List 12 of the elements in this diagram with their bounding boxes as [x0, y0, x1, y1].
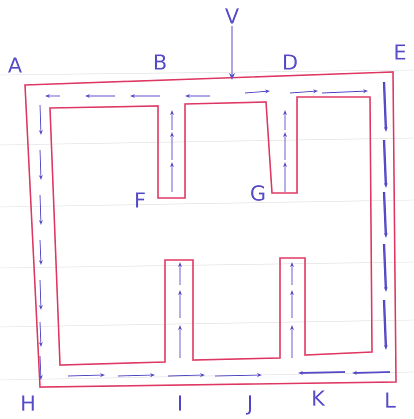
- point-label: F: [136, 192, 145, 208]
- point-label: H: [22, 395, 34, 411]
- point-label: L: [386, 392, 396, 408]
- point-label: E: [396, 44, 406, 60]
- point-label: I: [178, 395, 182, 411]
- point-label: K: [313, 390, 326, 406]
- point-label: G: [251, 185, 264, 201]
- point-label: D: [284, 54, 297, 70]
- point-label: B: [154, 54, 166, 70]
- point-label: J: [246, 395, 252, 415]
- point-label: A: [8, 57, 22, 73]
- point-label: V: [225, 8, 239, 24]
